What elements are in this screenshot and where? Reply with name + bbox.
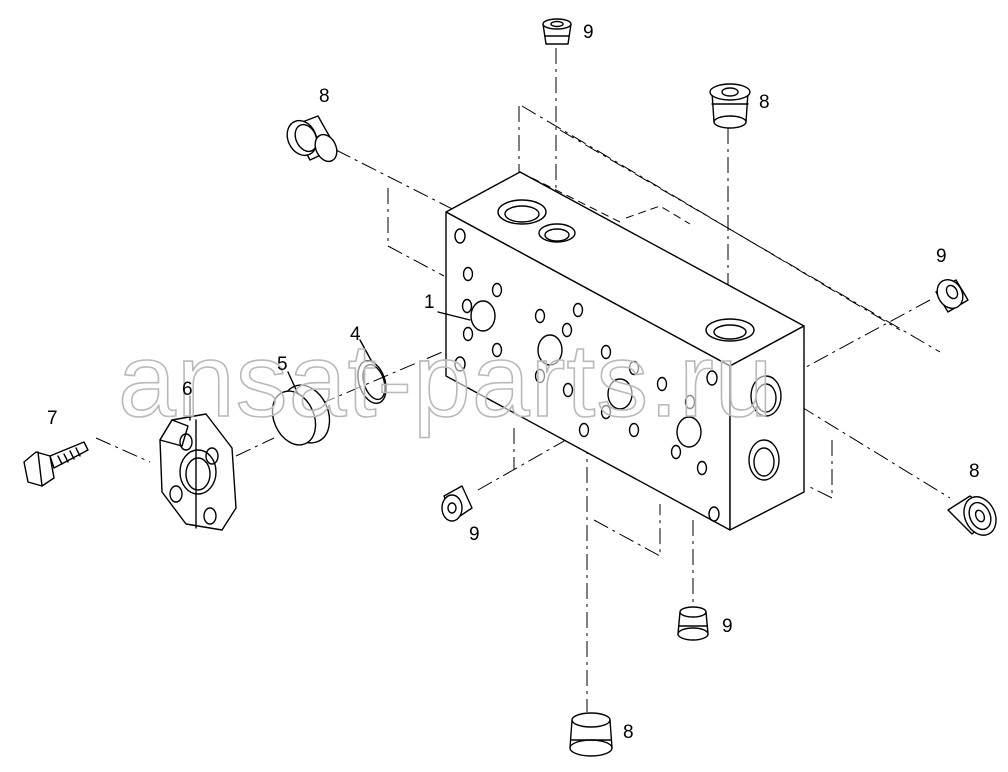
cover-disc xyxy=(271,384,331,446)
callout-9-bottom: 9 xyxy=(722,616,733,637)
callout-4: 4 xyxy=(350,324,361,345)
callout-5: 5 xyxy=(277,354,288,375)
front-face-holes xyxy=(454,228,720,522)
callout-1: 1 xyxy=(424,292,435,313)
callout-leaders xyxy=(189,311,471,421)
plug-9-left xyxy=(441,485,473,522)
callout-8-top-left: 8 xyxy=(319,86,330,107)
plug-8-right xyxy=(947,495,997,536)
assembly-centerlines xyxy=(95,48,951,712)
callout-9-right: 9 xyxy=(936,246,947,267)
callout-9-top: 9 xyxy=(583,22,594,43)
top-ports xyxy=(497,199,755,342)
plug-9-bottom xyxy=(677,606,709,641)
callout-8-top-right: 8 xyxy=(759,92,770,113)
callout-9-left: 9 xyxy=(469,524,480,545)
callout-labels: 1 4 5 6 7 8 8 8 8 9 9 9 9 xyxy=(47,22,980,743)
plug-9-right xyxy=(935,278,969,313)
plug-8-top-left xyxy=(286,115,338,163)
end-face-ports xyxy=(748,375,782,481)
hex-bolt xyxy=(23,441,89,487)
block-end-face xyxy=(729,325,805,531)
plug-8-top-right xyxy=(709,83,751,129)
plug-9-top xyxy=(542,18,572,45)
valve-block xyxy=(445,171,805,531)
o-ring xyxy=(357,359,387,405)
plug-8-bottom xyxy=(569,712,613,757)
callout-8-bottom: 8 xyxy=(623,722,634,743)
watermark-text: ansat-parts.ru xyxy=(118,323,774,439)
callout-7: 7 xyxy=(47,408,58,429)
callout-8-right: 8 xyxy=(969,461,980,482)
split-flange xyxy=(159,413,237,531)
callout-6: 6 xyxy=(182,379,193,400)
